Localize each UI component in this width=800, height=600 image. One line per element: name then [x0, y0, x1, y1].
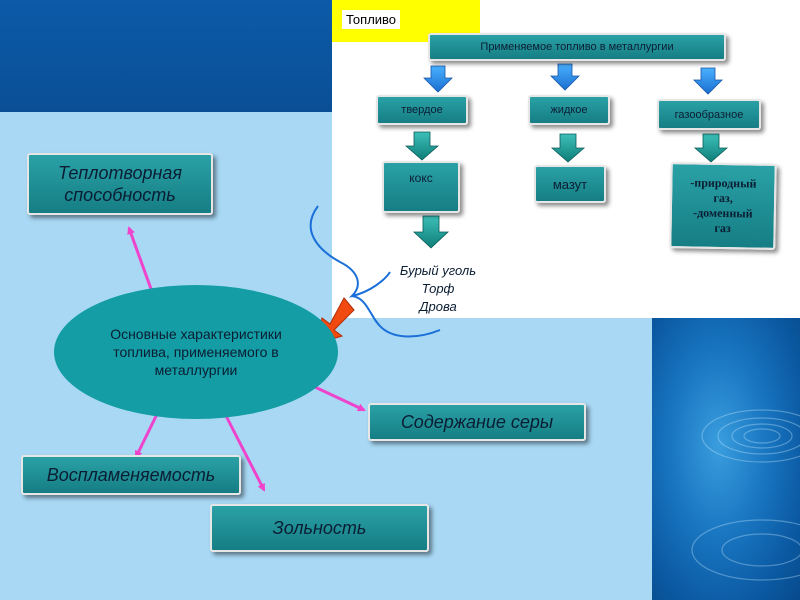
water-ripple-image — [652, 318, 800, 600]
gas-line-4: газ — [714, 220, 731, 236]
characteristic-ash: Зольность — [210, 504, 429, 552]
characteristic-heat: Теплотворная способность — [27, 153, 213, 215]
brace-curve — [309, 205, 441, 338]
main-fuel-box: Применяемое топливо в металлургии — [428, 33, 726, 61]
gas-line-3: -доменный — [693, 205, 753, 221]
category-liquid: жидкое — [528, 95, 610, 125]
gas-line-2: газ, — [713, 190, 733, 206]
pink-arrow-ash — [220, 407, 266, 492]
solid-fuel-list: Бурый уголь Торф Дрова — [378, 262, 498, 316]
ripple-rings — [691, 409, 800, 581]
central-ellipse: Основные характеристики топлива, применя… — [54, 285, 338, 419]
teal-down-arrow — [550, 133, 586, 163]
category-gas: газообразное — [657, 99, 761, 130]
teal-down-arrow — [404, 131, 440, 161]
blue-down-arrow — [693, 67, 723, 95]
gas-line-1: -природный — [690, 175, 757, 191]
characteristic-sulfur: Содержание серы — [368, 403, 586, 441]
teal-down-arrow — [412, 215, 450, 249]
blue-down-arrow — [550, 63, 580, 91]
fuel-header: Топливо — [342, 10, 401, 29]
characteristic-flammability: Воспламеняемость — [21, 455, 241, 495]
blue-down-arrow — [423, 65, 453, 93]
solid-fuel-item: Бурый уголь — [399, 263, 477, 278]
item-koks: кокс — [382, 161, 460, 213]
solid-fuel-item: Дрова — [419, 299, 457, 314]
ellipse-text: Основные характеристики топлива, применя… — [110, 326, 282, 378]
item-mazut: мазут — [534, 165, 606, 203]
blue-background-top — [0, 0, 332, 112]
item-gas: -природный газ, -доменный газ — [669, 162, 777, 250]
category-solid: твердое — [376, 95, 468, 125]
solid-fuel-item: Торф — [421, 281, 455, 296]
teal-down-arrow — [693, 133, 729, 163]
